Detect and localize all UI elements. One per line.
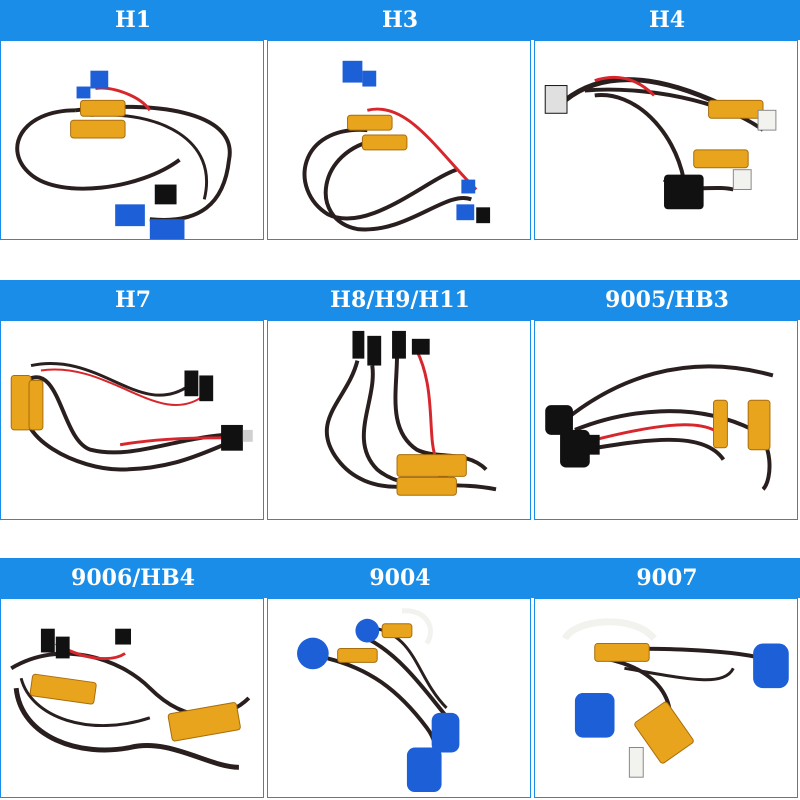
product-image-h8-h9-h11[interactable] — [267, 320, 531, 520]
product-title-9004: 9004 — [369, 565, 431, 591]
product-image-h1[interactable] — [0, 40, 264, 240]
9007-harness-photo — [561, 618, 789, 778]
h1-harness-photo — [15, 70, 232, 239]
9005-hb3-harness-photo — [545, 364, 774, 491]
product-title-h7: H7 — [114, 287, 152, 313]
h3-harness-photo — [302, 60, 491, 232]
row-1-header-bar: H1 H3 H4 — [0, 0, 800, 40]
product-title-h1: H1 — [114, 7, 152, 33]
h4-harness-photo — [544, 75, 777, 210]
product-image-9007[interactable] — [534, 598, 798, 798]
row-3-header-bar: 9006/HB4 9004 9007 — [0, 558, 800, 598]
9004-harness-photo — [297, 608, 460, 793]
9006-hb4-harness-photo — [10, 628, 251, 770]
product-title-h4: H4 — [648, 7, 686, 33]
product-title-9006-hb4: 9006/HB4 — [71, 565, 195, 591]
product-image-9004[interactable] — [267, 598, 531, 798]
product-image-h7[interactable] — [0, 320, 264, 520]
product-image-h3[interactable] — [267, 40, 531, 240]
product-title-9007: 9007 — [636, 565, 698, 591]
row-2-header-bar: H7 H8/H9/H11 9005/HB3 — [0, 280, 800, 320]
product-title-h3: H3 — [381, 7, 419, 33]
h8-h9-h11-harness-photo — [324, 330, 497, 496]
product-image-9006-hb4[interactable] — [0, 598, 264, 798]
product-image-h4[interactable] — [534, 40, 798, 240]
product-title-9005-hb3: 9005/HB3 — [605, 287, 729, 313]
product-title-h8-h9-h11: H8/H9/H11 — [330, 287, 470, 313]
h7-harness-photo — [10, 362, 253, 472]
product-image-9005-hb3[interactable] — [534, 320, 798, 520]
